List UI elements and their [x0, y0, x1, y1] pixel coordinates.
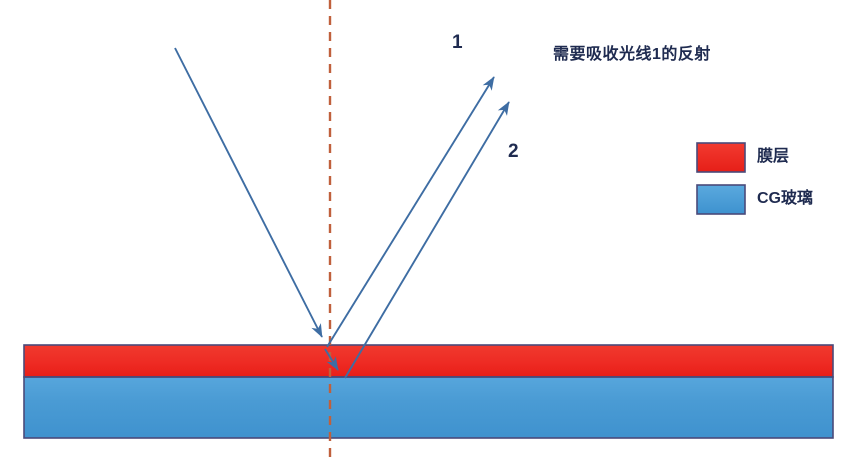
legend-swatch-glass: [696, 184, 746, 215]
legend-label-film: 膜层: [757, 148, 790, 165]
ray-label-2: 2: [508, 141, 519, 162]
reflected-ray-1: [326, 76, 495, 348]
refracted-ray-in-film: [324, 348, 339, 371]
film-layer-rect: [23, 344, 834, 378]
glass-layer-rect: [23, 376, 834, 439]
legend-swatch-film: [696, 142, 746, 173]
layer-stack: [23, 344, 834, 439]
legend: [696, 142, 746, 215]
ray-label-1: 1: [452, 32, 463, 53]
annotation-note: 需要吸收光线1的反射: [553, 46, 711, 63]
incident-ray: [174, 47, 323, 338]
reflected-ray-2: [344, 101, 510, 379]
legend-label-glass: CG玻璃: [757, 190, 814, 207]
